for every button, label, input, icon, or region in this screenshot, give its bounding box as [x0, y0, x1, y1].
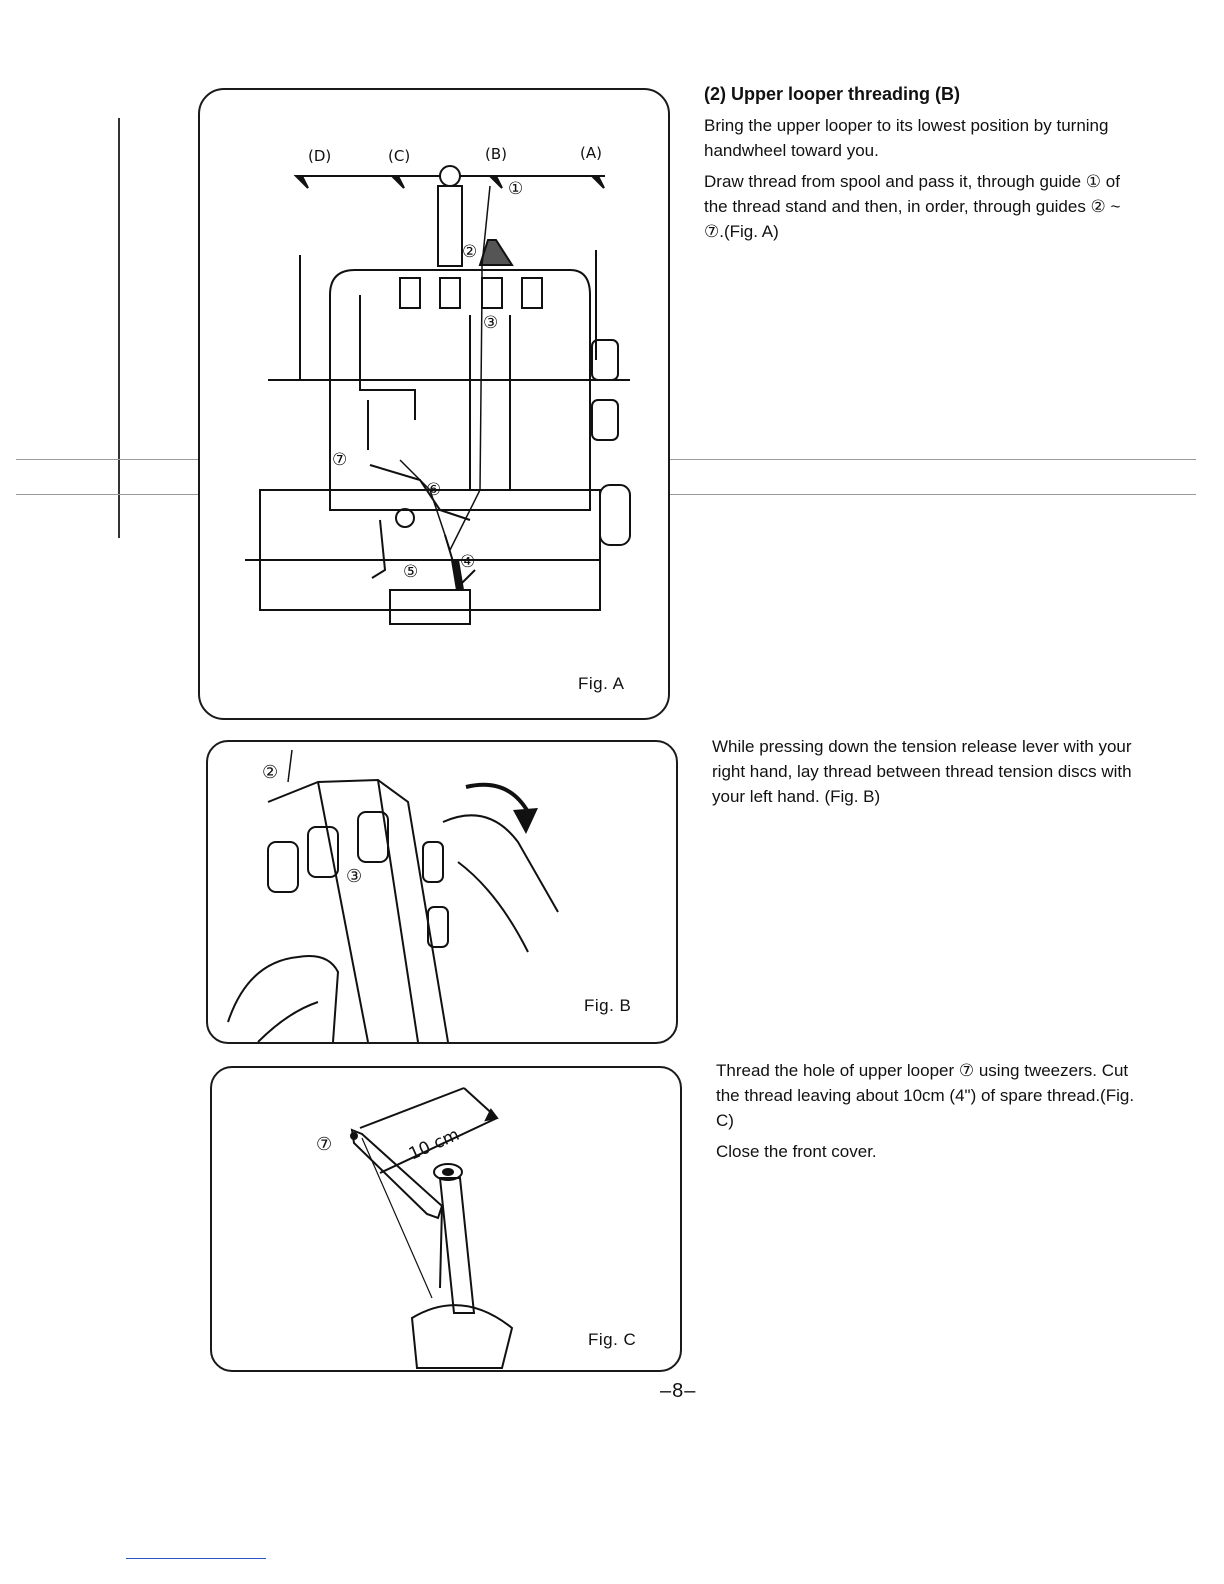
instruction-paragraph: Close the front cover.: [716, 1142, 877, 1161]
callout-6: ⑥: [426, 480, 441, 500]
callout-2: ②: [262, 762, 278, 783]
instruction-paragraph: Bring the upper looper to its lowest pos…: [704, 116, 1109, 160]
callout-4: ④: [460, 552, 475, 572]
figure-a-illustration: (D) (C) (B) (A) ① ② ③ ④ ⑤ ⑥ ⑦: [245, 144, 631, 625]
callout-2: ②: [462, 242, 477, 262]
figure-b-illustration: ② ③: [227, 749, 559, 1042]
footer-rule: [126, 1558, 266, 1559]
instruction-fig-b: While pressing down the tension release …: [712, 734, 1132, 815]
stand-label-c: (C): [388, 147, 410, 165]
callout-1: ①: [508, 179, 523, 199]
stand-label-a: (A): [580, 144, 602, 162]
callout-3: ③: [483, 313, 498, 333]
figure-a-label: Fig. A: [578, 674, 625, 693]
stand-label-d: (D): [308, 147, 331, 165]
dimension-label: 10 cm: [406, 1125, 463, 1165]
instruction-fig-c: Thread the hole of upper looper ⑦ using …: [716, 1058, 1136, 1170]
figure-c-illustration: 10 cm ⑦: [316, 1087, 514, 1369]
instruction-paragraph: Draw thread from spool and pass it, thro…: [704, 172, 1121, 241]
callout-7: ⑦: [316, 1134, 332, 1155]
instruction-paragraph: While pressing down the tension release …: [712, 737, 1132, 806]
callout-5: ⑤: [403, 562, 418, 582]
page-binding-edge: [118, 118, 120, 538]
section-upper-looper: (2) Upper looper threading (B) Bring the…: [704, 82, 1124, 250]
figure-c: 10 cm ⑦ Fig. C: [210, 1066, 682, 1372]
figure-a: (D) (C) (B) (A) ① ② ③ ④ ⑤ ⑥ ⑦ Fig. A: [198, 88, 670, 720]
callout-3: ③: [346, 866, 362, 887]
figure-b-label: Fig. B: [584, 996, 632, 1015]
instruction-paragraph: Thread the hole of upper looper ⑦ using …: [716, 1061, 1135, 1130]
page-number: –8–: [660, 1380, 697, 1402]
callout-7: ⑦: [332, 450, 347, 470]
section-heading: (2) Upper looper threading (B): [704, 84, 960, 104]
figure-c-label: Fig. C: [588, 1330, 637, 1349]
figure-b: ② ③ Fig. B: [206, 740, 678, 1044]
stand-label-b: (B): [485, 145, 507, 163]
